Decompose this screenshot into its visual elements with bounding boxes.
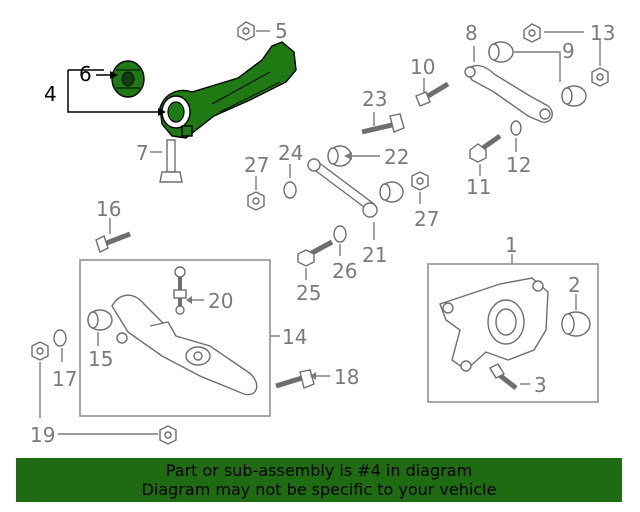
label-20: 20	[208, 289, 233, 313]
label-24: 24	[278, 141, 303, 165]
washer-part-26[interactable]: 26	[332, 225, 357, 283]
label-6: 6	[79, 62, 92, 86]
bushing-part-2[interactable]: 2	[561, 273, 591, 337]
label-7: 7	[136, 141, 149, 165]
nut-part-13[interactable]: 13	[523, 21, 615, 87]
callout-box-1	[427, 263, 599, 403]
washer-part-12[interactable]: 12	[506, 120, 531, 177]
washer-part-24[interactable]: 24	[278, 141, 303, 199]
label-11: 11	[466, 175, 491, 199]
label-14: 14	[282, 325, 307, 349]
nut-part-5[interactable]: 5	[237, 19, 288, 43]
label-15: 15	[88, 347, 113, 371]
nut-part-27a[interactable]: 27	[244, 153, 269, 211]
label-27a: 27	[244, 153, 269, 177]
bushing-part-22a[interactable]	[327, 145, 352, 167]
label-13: 13	[590, 21, 615, 45]
bolt-part-11[interactable]: 11	[466, 133, 502, 199]
bushing-part-22b[interactable]	[379, 181, 404, 203]
label-18: 18	[334, 365, 359, 389]
stabilizer-link-part-20[interactable]: 20	[173, 266, 233, 315]
bolt-part-18[interactable]: 18	[275, 365, 359, 389]
label-4: 4	[44, 82, 57, 106]
upper-arm-part-8[interactable]: 8	[464, 21, 553, 123]
label-23: 23	[362, 87, 387, 111]
bushing-part-6[interactable]	[111, 60, 145, 98]
label-26: 26	[332, 259, 357, 283]
label-27b: 27	[414, 207, 439, 231]
bolt-part-25[interactable]: 25	[296, 239, 334, 305]
bolt-part-23[interactable]: 23	[361, 87, 405, 135]
label-10: 10	[410, 55, 435, 79]
trailing-arm-assembly[interactable]	[159, 41, 297, 139]
label-25: 25	[296, 281, 321, 305]
bushing-part-9a[interactable]	[488, 41, 514, 63]
label-5: 5	[275, 19, 288, 43]
label-8: 8	[465, 21, 478, 45]
nut-part-27b[interactable]: 27	[411, 171, 439, 231]
lower-arm-part-14[interactable]	[111, 294, 258, 396]
label-22: 22	[384, 145, 409, 169]
link-part-21[interactable]: 21	[307, 158, 387, 267]
callout-box-14	[79, 259, 271, 417]
label-12: 12	[506, 153, 531, 177]
banner-line-1: Part or sub-assembly is #4 in diagram	[165, 461, 473, 480]
bolt-part-3[interactable]: 3	[489, 363, 547, 397]
nut-part-19[interactable]: 19	[30, 341, 177, 447]
bolt-part-7[interactable]: 7	[136, 139, 183, 183]
label-9: 9	[562, 39, 575, 63]
bolt-part-10[interactable]: 10	[410, 55, 450, 107]
washer-part-17[interactable]: 17	[52, 329, 77, 391]
banner-line-2: Diagram may not be specific to your vehi…	[141, 480, 497, 499]
label-16: 16	[96, 197, 121, 221]
callout-6: 6	[79, 62, 118, 86]
info-banner: Part or sub-assembly is #4 in diagram Di…	[16, 458, 622, 502]
bushing-part-9b[interactable]	[561, 85, 587, 107]
label-19: 19	[30, 423, 55, 447]
label-1: 1	[505, 233, 518, 257]
callout-4: 4	[44, 69, 166, 116]
label-17: 17	[52, 367, 77, 391]
label-3: 3	[534, 373, 547, 397]
knuckle-part-1[interactable]	[439, 277, 549, 372]
label-2: 2	[568, 273, 581, 297]
bushing-part-15[interactable]: 15	[87, 309, 128, 371]
label-21: 21	[362, 243, 387, 267]
bolt-part-16[interactable]: 16	[95, 197, 131, 253]
